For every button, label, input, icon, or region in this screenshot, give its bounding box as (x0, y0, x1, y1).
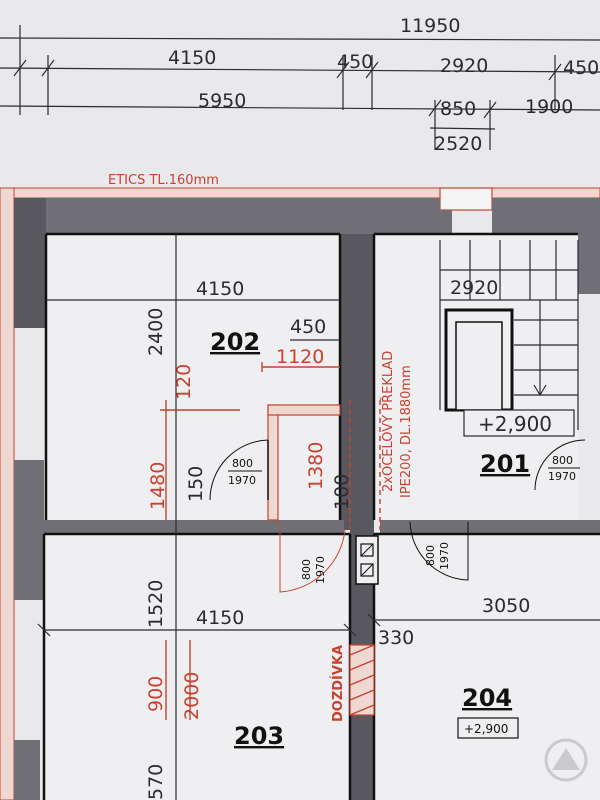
dim-203-lower: 570 (145, 764, 167, 800)
room-204-number: 204 (462, 684, 512, 712)
door-corr-width: 800 (300, 559, 313, 580)
dim-204-width: 3050 (482, 595, 530, 617)
dim-100: 100 (331, 474, 353, 510)
level-201: +2,900 (478, 412, 552, 436)
dim-202-opening: 1120 (276, 346, 324, 368)
dim-202-depth: 2400 (145, 308, 167, 356)
dim-1380: 1380 (305, 442, 327, 490)
door-corr-height: 1970 (314, 556, 327, 584)
door-201-width: 800 (552, 454, 573, 467)
dim-203-upper: 1520 (145, 580, 167, 628)
dim-row2-d: 450 (563, 57, 599, 79)
door-202-height: 1970 (228, 474, 256, 487)
door-204-width: 800 (424, 545, 437, 566)
dim-1480: 1480 (147, 462, 169, 510)
door-202-swing (209, 439, 269, 501)
dim-row2-b: 450 (337, 51, 373, 73)
room-202-number: 202 (210, 328, 260, 356)
top-dimension-chains (0, 25, 600, 150)
dim-row2-c: 2920 (440, 55, 488, 77)
new-partition (267, 400, 381, 530)
room-202-dims (46, 234, 340, 540)
dim-stair-width: 2920 (450, 277, 498, 299)
room-204-dims (367, 613, 600, 627)
room-203-number: 203 (234, 722, 284, 750)
dim-row2-a: 4150 (168, 47, 216, 69)
door-202-width: 800 (232, 457, 253, 470)
lintel-note-line2: IPE200, DL.1880mm (399, 365, 414, 498)
level-204: +2,900 (464, 722, 508, 736)
dim-2000: 2000 (181, 672, 203, 720)
door-corridor-swing (279, 522, 346, 593)
room-203-dims (37, 540, 357, 800)
level-tag-201 (463, 409, 575, 437)
dim-204-offset: 330 (378, 627, 414, 649)
staircase (439, 240, 579, 430)
dim-202-lintel: 120 (173, 364, 195, 400)
dim-row3-c: 1900 (525, 96, 573, 118)
etics-note: ETICS TL.160mm (108, 173, 219, 188)
lintel-note-line1: 2xOCELOVÝ PŘEKLAD (380, 351, 396, 492)
dim-row3-b: 850 (440, 98, 476, 120)
room-201-number: 201 (480, 450, 530, 478)
door-204-swing (409, 521, 469, 581)
dim-900: 900 (145, 676, 167, 712)
dim-202-width: 4150 (196, 278, 244, 300)
dozdivka-infill (349, 644, 375, 716)
dim-overall: 11950 (400, 15, 460, 37)
dim-203-width: 4150 (196, 607, 244, 629)
door-201-swing (534, 439, 586, 491)
walls (14, 198, 600, 800)
door-201-height: 1970 (548, 470, 576, 483)
door-204-height: 1970 (438, 542, 451, 570)
dim-202-offset: 450 (290, 316, 326, 338)
watermark-logo (544, 738, 588, 782)
dim-row3-d: 2520 (434, 133, 482, 155)
dozdivka-label: DOZDÍVKA (330, 645, 346, 722)
chimney-shafts (355, 535, 379, 585)
dim-row3-a: 5950 (198, 90, 246, 112)
dim-150: 150 (185, 466, 207, 502)
level-tag-204 (457, 717, 519, 739)
